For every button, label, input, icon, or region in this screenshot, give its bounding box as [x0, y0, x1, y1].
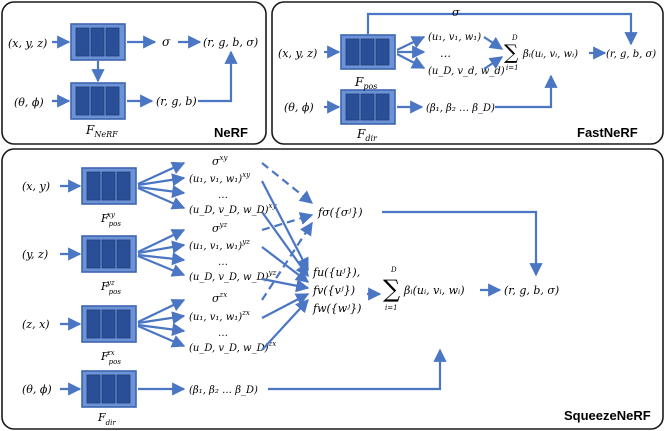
squeezenerf-sum-expr: βᵢ(uᵢ, vᵢ, wᵢ)	[403, 284, 465, 297]
squeezenerf-yz-net-label: Fposyz	[100, 279, 121, 296]
squeezenerf-yz-uvwD: (u_D, v_D, w_D)yz	[189, 269, 276, 283]
squeezenerf-sum-bottom: i=1	[385, 304, 398, 312]
squeezenerf-output: (r, g, b, σ)	[504, 284, 559, 297]
squeezenerf-dir-net-label: Fdir	[97, 411, 116, 427]
squeezenerf-solid-yz-1	[261, 246, 310, 283]
squeezenerf-panel: (x, y) σxy (u₁, v₁, w₁)xy … (u_D, v_D, w…	[1, 148, 664, 430]
fastnerf-sigma: σ	[452, 6, 460, 19]
squeezenerf-input-xy: (x, y)	[22, 180, 50, 193]
squeezenerf-fu: fu({uʲ}),	[312, 266, 360, 279]
nerf-panel-border	[1, 1, 267, 145]
squeezenerf-arrow-fsigma-output	[382, 210, 543, 277]
fastnerf-arrow-sum2	[483, 56, 504, 70]
squeezenerf-arrow-zx-uvw1	[137, 311, 186, 325]
squeezenerf-arrow-yz-uvwD	[137, 254, 186, 277]
squeezenerf-zx-uvwD: (u_D, v_D, w_D)zx	[189, 340, 276, 354]
squeezenerf-dash-yz	[261, 212, 314, 232]
fastnerf-sum-sign: ∑	[504, 40, 519, 64]
squeezenerf-xy-sigma: σxy	[212, 154, 228, 168]
squeezenerf-arrow-yz-sigma	[137, 229, 186, 253]
squeezenerf-yz-sigma: σyz	[212, 221, 227, 235]
squeezenerf-dir-branch: (θ, ϕ) (β₁, β₂ … β_D) Fdir	[22, 348, 447, 427]
squeezenerf-yz-dots: …	[218, 257, 228, 268]
squeezenerf-fw: fw({wʲ})	[312, 302, 361, 315]
fastnerf-uvw1: (u₁, v₁, w₁)	[428, 32, 481, 43]
fastnerf-input-dir: (θ, ϕ)	[284, 101, 314, 114]
squeezenerf-arrow-xy-sigma	[137, 161, 186, 186]
nerf-arrow-rgb-up	[198, 50, 238, 103]
fastnerf-betas: (β₁, β₂ … β_D)	[426, 103, 495, 114]
squeezenerf-input-dir: (θ, ϕ)	[22, 383, 52, 396]
squeezenerf-xy-uvwD: (u_D, v_D, w_D)xy	[189, 202, 277, 216]
squeezenerf-solid-zx-1	[261, 293, 310, 319]
fastnerf-uvwd: (u_D, v_d, w_d)	[428, 66, 505, 77]
squeezenerf-arrow-xy-uvwD	[137, 186, 186, 210]
squeezenerf-arrow-xy-uvw1	[137, 173, 186, 187]
squeezenerf-zx-net-label: Fposzx	[100, 349, 121, 366]
nerf-sigma: σ	[162, 35, 171, 49]
nerf-rgb: (r, g, b)	[156, 95, 197, 108]
fastnerf-output: (r, g, b, σ)	[606, 49, 656, 60]
nerf-network-box-top	[70, 23, 126, 61]
squeezenerf-solid-xy-1	[261, 180, 309, 272]
fastnerf-dir-network-box	[340, 89, 396, 125]
squeezenerf-zx-sigma: σzx	[212, 291, 227, 305]
squeezenerf-xy-uvw1: (u₁, v₁, w₁)xy	[189, 171, 251, 185]
squeezenerf-dash-zx	[261, 221, 313, 301]
squeezenerf-arrow-xy-dots	[137, 184, 186, 199]
squeezenerf-solid-zx-2	[261, 299, 309, 351]
fastnerf-arrow-sigma	[366, 12, 638, 46]
fastnerf-dir-label: Fdir	[356, 127, 378, 143]
nerf-network-label: FNeRF	[85, 123, 118, 139]
nerf-input-xyz: (x, y, z)	[8, 37, 47, 50]
squeezenerf-zx-uvw1: (u₁, v₁, w₁)zx	[189, 309, 250, 323]
fastnerf-pos-network-box	[340, 34, 396, 70]
fastnerf-title: FastNeRF	[577, 125, 638, 140]
nerf-output: (r, g, b, σ)	[203, 36, 258, 49]
fastnerf-arrow-sum1	[483, 36, 504, 50]
squeezenerf-zx-dots: …	[218, 328, 228, 339]
squeezenerf-input-yz: (y, z)	[22, 248, 48, 261]
fastnerf-sum-expr: βᵢ(uᵢ, vᵢ, wᵢ)	[522, 49, 578, 60]
fastnerf-arrow-uvw1	[396, 36, 426, 51]
squeezenerf-xy-net-label: Fposxy	[100, 211, 121, 228]
squeezenerf-xy-dots: …	[218, 190, 228, 201]
squeezenerf-fv: fv({vʲ})	[312, 284, 355, 297]
squeezenerf-f-sigma: fσ({σʲ})	[317, 206, 363, 219]
squeezenerf-title: SqueezeNeRF	[564, 408, 651, 423]
nerf-network-box-bottom	[70, 82, 126, 120]
squeezenerf-arrow-zx-sigma	[137, 299, 186, 323]
squeezenerf-betas: (β₁, β₂ … β_D)	[189, 385, 258, 396]
squeezenerf-branch-yz: (y, z) σyz (u₁, v₁, w₁)yz … (u_D, v_D, w…	[22, 221, 276, 296]
squeezenerf-arrow-zx-uvwD	[137, 324, 186, 348]
fastnerf-arrow-uvwd	[396, 53, 426, 69]
fastnerf-sum-top: D	[511, 34, 518, 42]
squeezenerf-sum-sign: ∑	[383, 275, 400, 303]
fastnerf-dots: …	[440, 47, 451, 60]
squeezenerf-input-zx: (z, x)	[22, 318, 50, 331]
squeezenerf-panel-border	[1, 148, 664, 430]
fastnerf-pos-label: Fpos	[354, 75, 377, 91]
nerf-input-dir: (θ, ϕ)	[14, 96, 44, 109]
squeezenerf-branch-xy: (x, y) σxy (u₁, v₁, w₁)xy … (u_D, v_D, w…	[22, 154, 277, 228]
nerf-title: NeRF	[214, 125, 248, 140]
squeezenerf-yz-uvw1: (u₁, v₁, w₁)yz	[189, 238, 250, 252]
squeezenerf-solid-xy-2	[261, 211, 309, 278]
squeezenerf-arrow-zx-dots	[137, 322, 186, 337]
squeezenerf-arrow-yz-uvw1	[137, 240, 186, 255]
squeezenerf-dash-xy	[261, 162, 314, 204]
fastnerf-panel: (x, y, z) (θ, ϕ) σ (u₁, v₁, w₁) … (u_D, …	[271, 1, 664, 145]
squeezenerf-arrow-yz-dots	[137, 252, 186, 266]
fastnerf-sum-bottom: i=1	[506, 64, 519, 72]
fastnerf-input-xyz: (x, y, z)	[278, 47, 317, 60]
squeezenerf-branch-zx: (z, x) σzx (u₁, v₁, w₁)zx … (u_D, v_D, w…	[22, 291, 276, 366]
squeezenerf-solid-yz-2	[261, 277, 310, 293]
nerf-panel: (x, y, z) (θ, ϕ) σ (r, g, b, σ) (r, g, b…	[1, 1, 267, 145]
fastnerf-arrow-betas-up	[495, 74, 558, 109]
squeezenerf-arrow-betas-up	[268, 348, 447, 391]
squeezenerf-sum-top: D	[390, 266, 397, 274]
